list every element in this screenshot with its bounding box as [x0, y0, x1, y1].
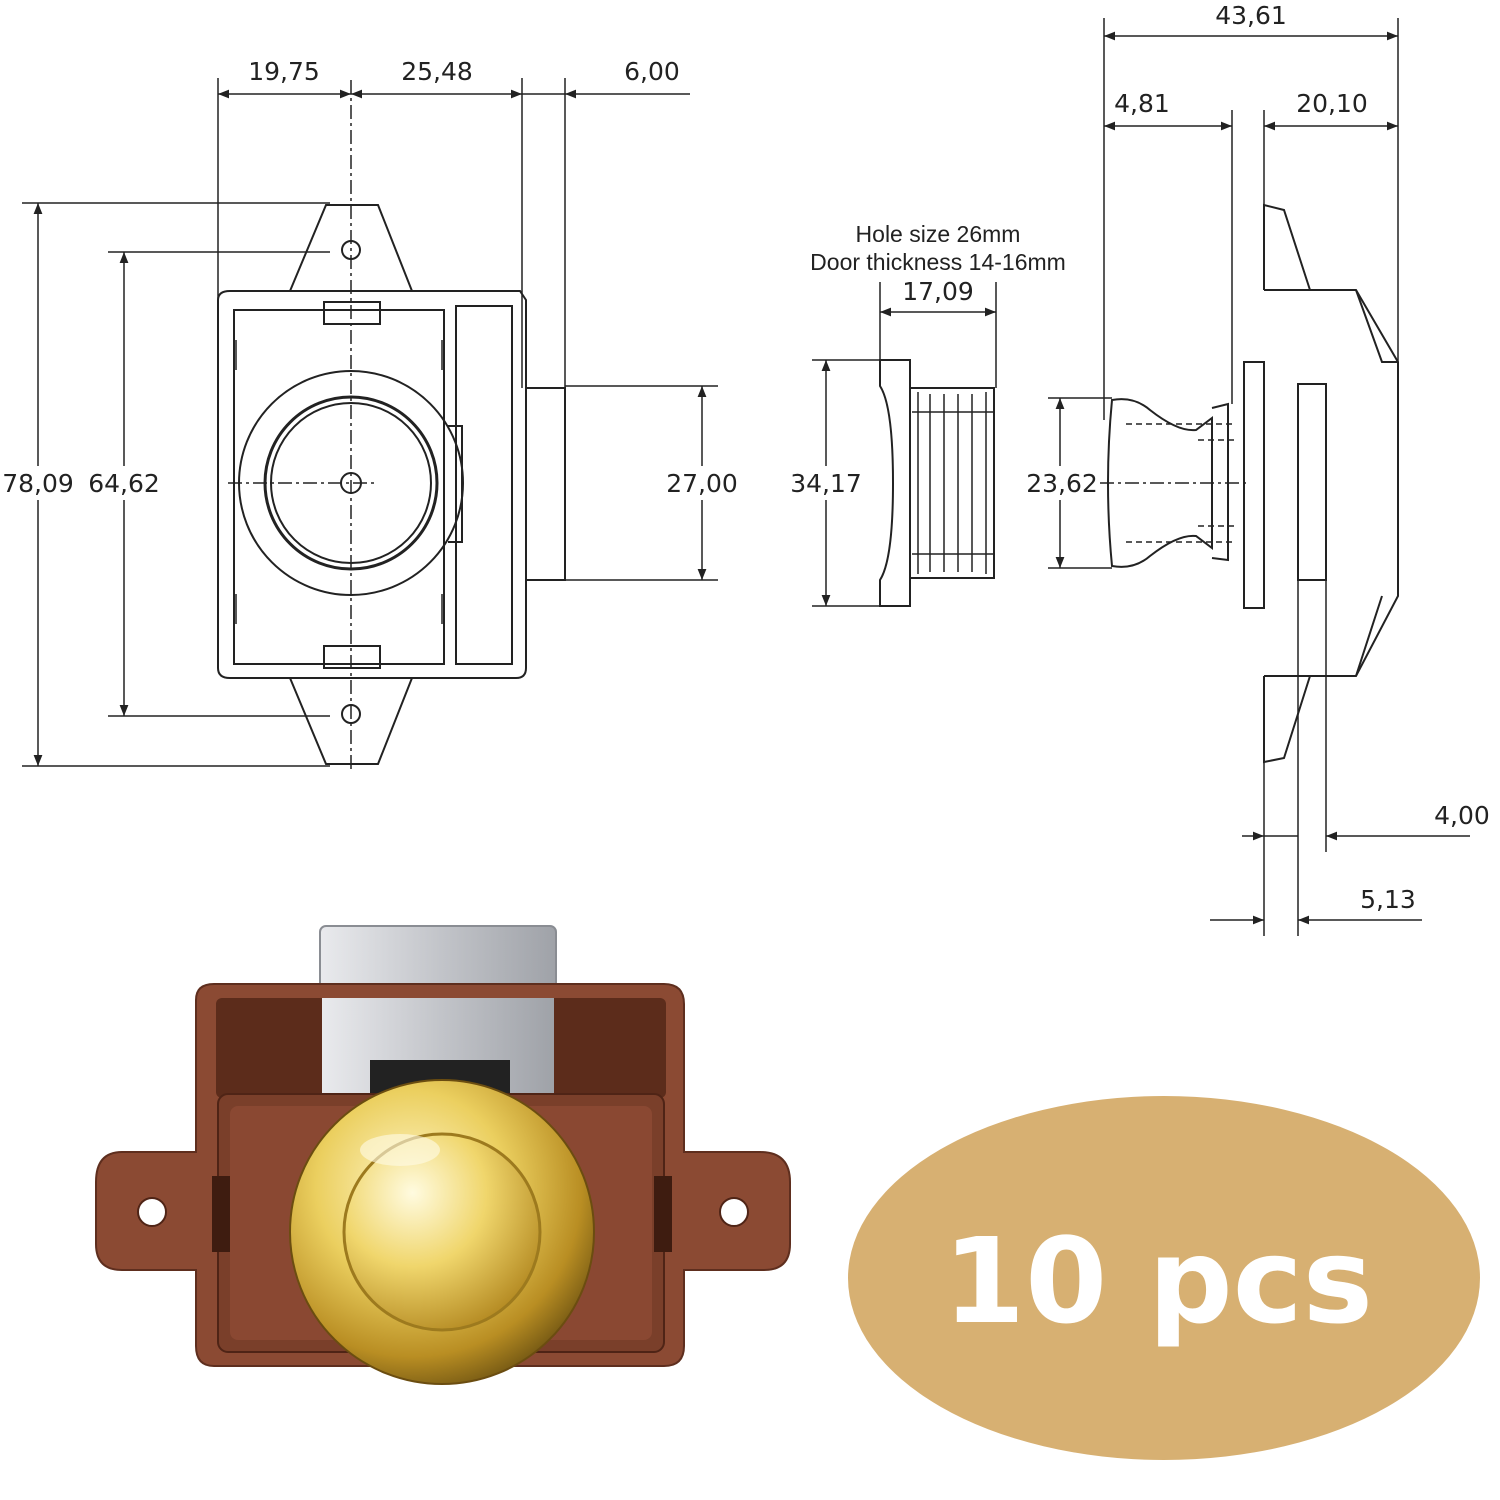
label-25-48: 25,48: [401, 57, 473, 86]
side-extension-mid: [1231, 110, 1265, 404]
label-bg-27-00: [664, 466, 740, 500]
front-extension-horizontal: [22, 202, 330, 767]
side-view: 43,61 4,81 20,10 23,62 4,00 5,13: [1024, 1, 1490, 936]
button-highlight: [360, 1134, 440, 1166]
side-bottom-tab: [1263, 675, 1311, 764]
door-thickness-note: Door thickness 14-16mm: [810, 249, 1066, 275]
section-extension-vertical: [879, 282, 997, 388]
front-bolt: [526, 387, 566, 581]
label-17-09: 17,09: [902, 277, 974, 306]
side-bolt: [1297, 383, 1327, 581]
bushing-thread: [910, 387, 995, 579]
side-top-bevel: [1355, 289, 1398, 363]
side-knob-hidden: [1126, 423, 1238, 543]
label-64-62: 64,62: [88, 469, 160, 498]
label-27-00: 27,00: [666, 469, 738, 498]
label-5-13: 5,13: [1360, 885, 1416, 914]
top-clip: [323, 301, 381, 325]
hole-size-note: Hole size 26mm: [856, 221, 1021, 247]
front-housing-outline: [217, 290, 527, 679]
side-housing: [1264, 289, 1399, 677]
label-20-10: 20,10: [1296, 89, 1368, 118]
front-top-tab: [289, 204, 413, 292]
left-mount-hole: [137, 1197, 167, 1227]
front-view: 19,75 25,48 6,00 78,09 64,62 27,00: [2, 57, 740, 770]
product-photo: [95, 925, 791, 1385]
bushing-flange: [879, 359, 911, 607]
side-bottom-bevel: [1355, 595, 1383, 677]
label-78-09: 78,09: [2, 469, 74, 498]
label-6-00: 6,00: [624, 57, 680, 86]
side-marks: [235, 340, 443, 624]
label-bg-64-62: [86, 466, 162, 500]
side-plate: [1243, 361, 1265, 609]
side-knob: [1107, 398, 1213, 568]
label-34-17: 34,17: [790, 469, 862, 498]
side-slot: [455, 305, 513, 665]
front-extension-vertical: [217, 78, 566, 388]
label-4-00: 4,00: [1434, 801, 1490, 830]
label-43-61: 43,61: [1215, 1, 1287, 30]
bushing-thread-marks: [917, 392, 987, 574]
label-bg-34-17: [788, 466, 864, 500]
left-side-slot: [212, 1176, 230, 1252]
side-extension-bottom: [1263, 580, 1327, 936]
front-housing-inner: [233, 309, 445, 665]
badge-ellipse: [848, 1096, 1480, 1460]
side-extension-overall: [1103, 18, 1399, 420]
section-view: Hole size 26mm Door thickness 14-16mm 17…: [788, 221, 1066, 607]
side-knob-collar: [1211, 402, 1229, 562]
label-bg-78-09: [2, 466, 76, 500]
label-19-75: 19,75: [248, 57, 320, 86]
bolt-extension-lines: [565, 385, 718, 581]
quantity-badge: 10 pcs: [848, 1096, 1480, 1460]
bottom-clip: [323, 645, 381, 669]
bushing-bore: [912, 411, 994, 555]
right-mount-hole: [719, 1197, 749, 1227]
side-top-tab: [1263, 203, 1311, 291]
button-side-lip: [448, 425, 463, 543]
label-23-62: 23,62: [1026, 469, 1098, 498]
label-4-81: 4,81: [1114, 89, 1170, 118]
label-bg-23-62: [1024, 466, 1100, 500]
gold-button-face: [342, 1132, 542, 1332]
front-bottom-tab: [289, 677, 413, 765]
badge-label: 10 pcs: [943, 1212, 1373, 1350]
right-side-slot: [654, 1176, 672, 1252]
